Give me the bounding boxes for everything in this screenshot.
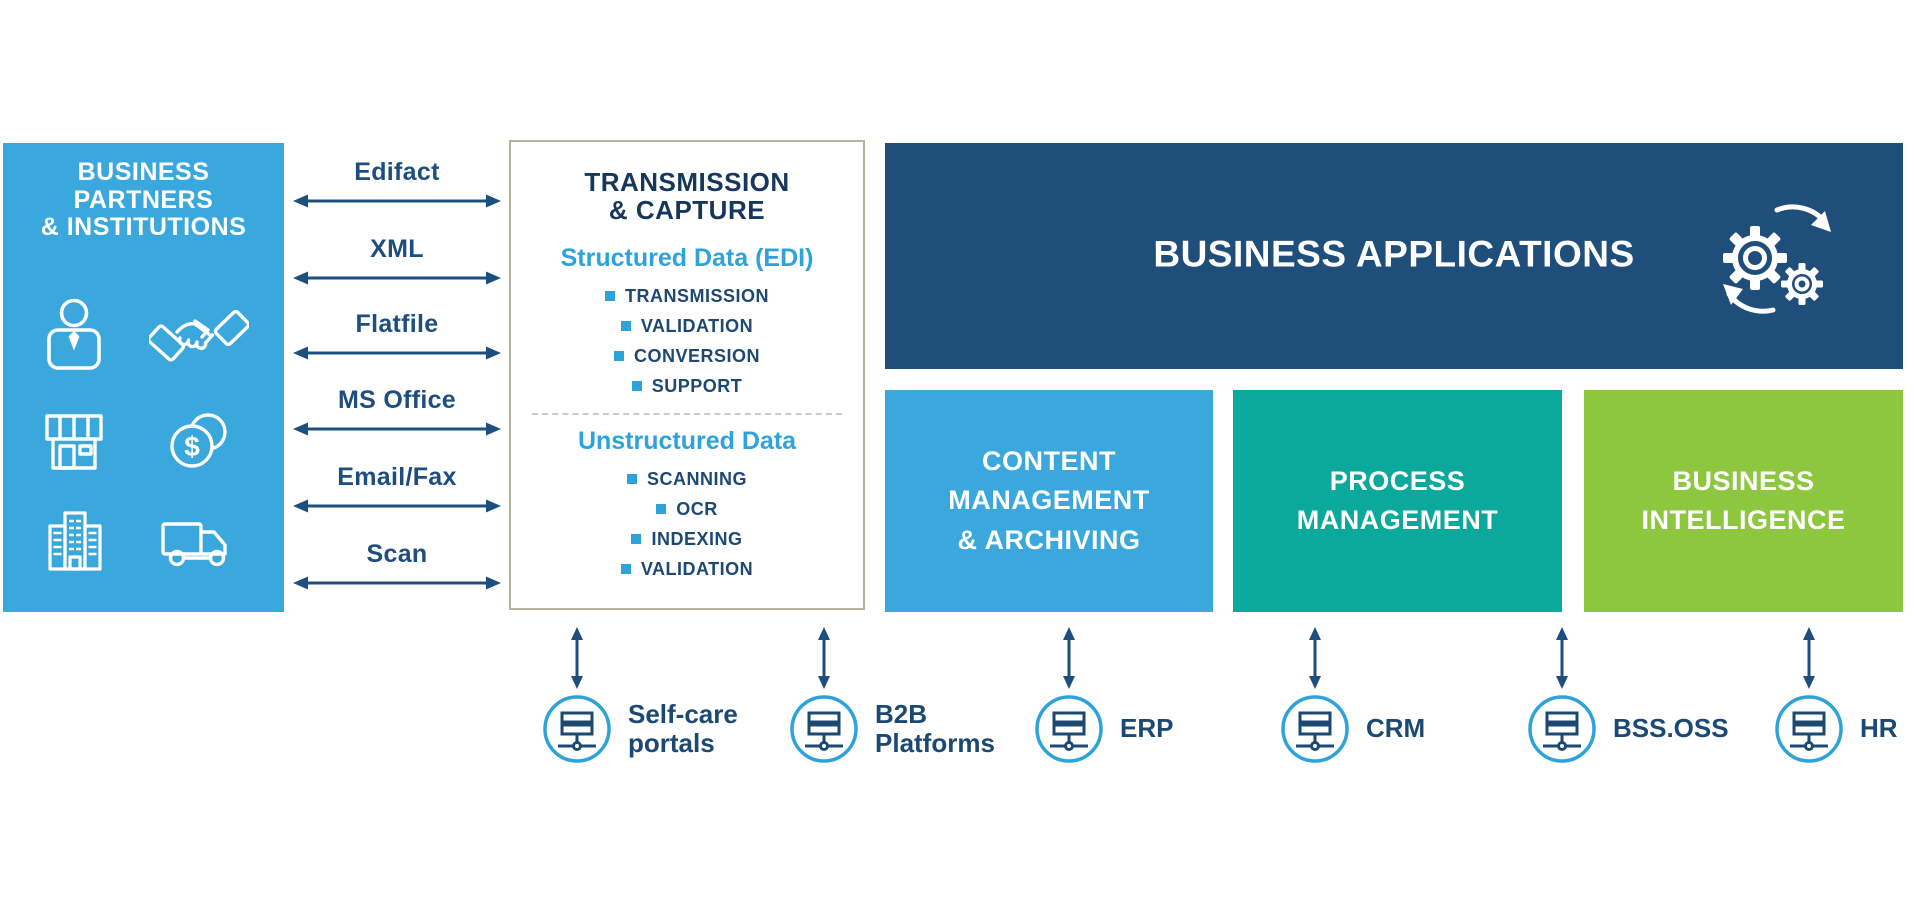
vertical-double-arrow-icon (1063, 627, 1075, 689)
channel-label: XML (370, 235, 424, 263)
double-arrow-icon (293, 576, 501, 590)
server-icon (1281, 695, 1349, 763)
square-bullet-icon (631, 534, 642, 545)
system-label-crm: CRM (1366, 713, 1426, 744)
vertical-double-arrow-icon (571, 627, 583, 689)
business-applications-banner: BUSINESS APPLICATIONS (885, 143, 1903, 369)
user-icon (47, 298, 101, 370)
double-arrow-icon (293, 194, 501, 208)
tie-shape (68, 331, 80, 351)
office-building-icon (48, 511, 102, 571)
dollar-sign: $ (184, 431, 200, 462)
business-intelligence-box: BUSINESS INTELLIGENCE (1584, 390, 1903, 612)
vertical-double-arrow-icon (1309, 627, 1321, 689)
square-bullet-icon (626, 474, 637, 485)
vertical-double-arrow-icon (1803, 627, 1815, 689)
storefront-icon (45, 414, 103, 470)
list-item: INDEXING (511, 524, 863, 554)
system-label-self-care-portals: Self-care portals (628, 698, 738, 758)
system-label-b2b-platforms: B2B Platforms (875, 698, 995, 758)
unstructured-data-list: SCANNING OCR INDEXING VALIDATION (511, 464, 863, 584)
delivery-truck-icon (161, 522, 227, 567)
business-applications-title: BUSINESS APPLICATIONS (1153, 233, 1635, 275)
process-management-box: PROCESS MANAGEMENT (1233, 390, 1562, 612)
channel-item: XML (290, 235, 504, 293)
content-management-label: CONTENT MANAGEMENT & ARCHIVING (948, 446, 1150, 555)
content-management-box: CONTENT MANAGEMENT & ARCHIVING (885, 390, 1213, 612)
channel-label: Flatfile (355, 310, 439, 338)
transmission-capture-title: TRANSMISSION & CAPTURE (584, 167, 790, 226)
list-item: VALIDATION (511, 554, 863, 584)
channel-label: MS Office (338, 386, 456, 414)
channel-item: Email/Fax (290, 463, 504, 521)
double-arrow-icon (293, 346, 501, 360)
server-icon (543, 695, 611, 763)
structured-data-heading: Structured Data (EDI) (560, 244, 814, 273)
double-arrow-icon (293, 422, 501, 436)
list-item: VALIDATION (511, 311, 863, 341)
channel-label: Scan (366, 540, 428, 568)
channel-item: MS Office (290, 386, 504, 444)
double-arrow-icon (293, 499, 501, 513)
system-label-erp: ERP (1120, 713, 1174, 744)
unstructured-data-heading: Unstructured Data (577, 427, 797, 456)
list-item: OCR (511, 494, 863, 524)
square-bullet-icon (631, 381, 642, 392)
server-icon (1035, 695, 1103, 763)
square-bullet-icon (656, 504, 667, 515)
channel-item: Edifact (290, 158, 504, 216)
channel-label: Email/Fax (337, 463, 457, 491)
transmission-capture-box: TRANSMISSION & CAPTURE Structured Data (… (509, 140, 865, 610)
list-item: SUPPORT (511, 371, 863, 401)
server-icon (790, 695, 858, 763)
square-bullet-icon (620, 564, 631, 575)
list-item: TRANSMISSION (511, 281, 863, 311)
square-bullet-icon (620, 321, 631, 332)
vertical-double-arrow-icon (1556, 627, 1568, 689)
business-intelligence-label: BUSINESS INTELLIGENCE (1641, 465, 1846, 535)
business-partners-title: BUSINESS PARTNERS & INSTITUTIONS (40, 158, 247, 241)
system-label-bss-oss: BSS.OSS (1613, 713, 1729, 744)
sync-gears-icon (1723, 204, 1831, 314)
process-management-label: PROCESS MANAGEMENT (1296, 465, 1499, 535)
dollar-coins-icon: $ (170, 413, 227, 468)
vertical-double-arrow-icon (818, 627, 830, 689)
system-label-hr: HR (1860, 713, 1898, 744)
handshake-icon (149, 309, 249, 362)
list-item: CONVERSION (511, 341, 863, 371)
server-icon (1775, 695, 1843, 763)
channel-label: Edifact (354, 158, 440, 186)
channel-item: Flatfile (290, 310, 504, 368)
square-bullet-icon (613, 351, 624, 362)
business-partners-box: BUSINESS PARTNERS & INSTITUTIONS (3, 143, 284, 612)
list-item: SCANNING (511, 464, 863, 494)
channel-item: Scan (290, 540, 504, 598)
server-icon (1528, 695, 1596, 763)
double-arrow-icon (293, 271, 501, 285)
structured-data-list: TRANSMISSION VALIDATION CONVERSION SUPPO… (511, 281, 863, 401)
square-bullet-icon (604, 291, 615, 302)
dashed-divider (532, 413, 842, 416)
